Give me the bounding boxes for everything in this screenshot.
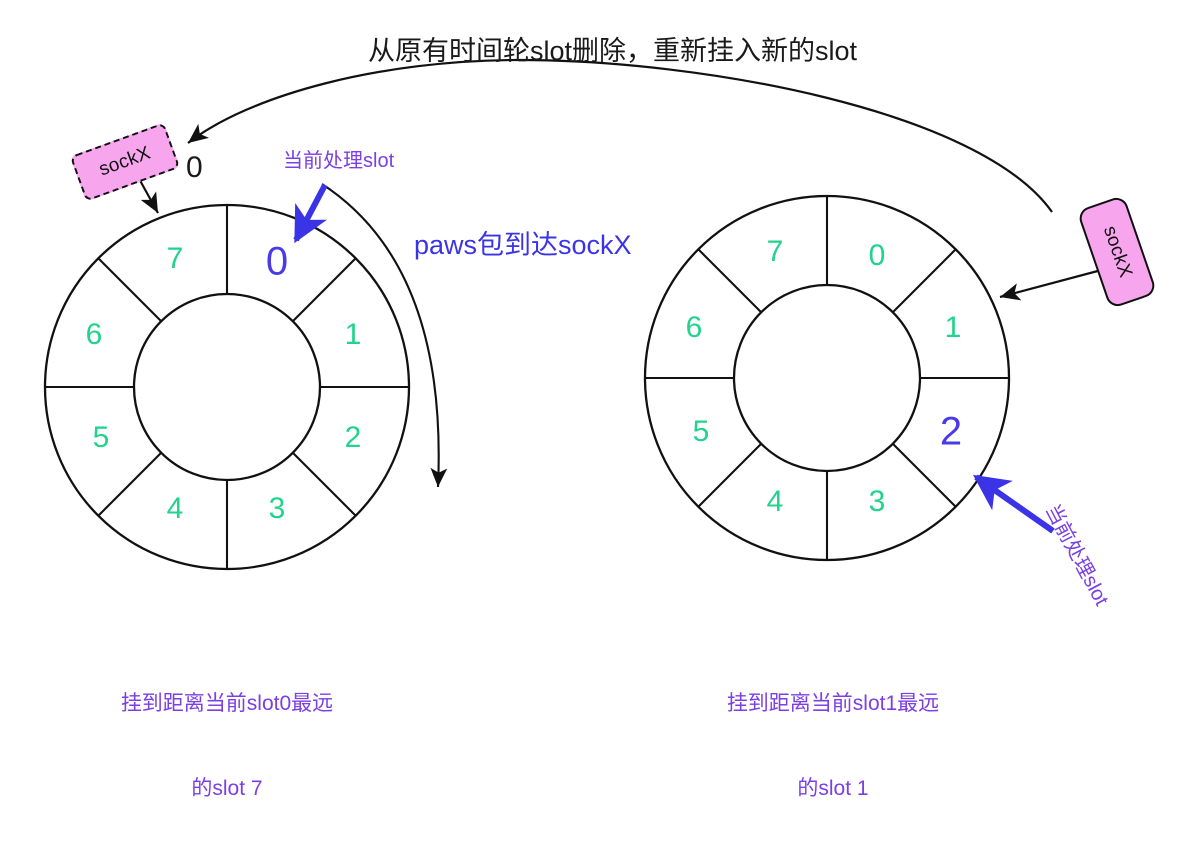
left-wheel-origin-label: 0	[186, 151, 203, 184]
right-wheel-dividers	[645, 196, 1009, 560]
left-wheel-inner-circle	[132, 292, 322, 482]
right-caption-line-1: 挂到距离当前slot1最远	[726, 691, 940, 715]
left-slot-3[interactable]: 3	[268, 492, 286, 525]
left-slot-4[interactable]: 4	[166, 492, 184, 525]
left-caption-line-2: 的slot 7	[191, 776, 263, 800]
left-sock-box-label: sockX	[96, 142, 154, 181]
right-timing-wheel	[643, 194, 1011, 562]
right-slot-1[interactable]: 1	[944, 311, 962, 344]
left-slot-6[interactable]: 6	[85, 318, 103, 351]
left-slot-7[interactable]: 7	[166, 242, 184, 275]
diagram-svg	[43, 58, 1110, 571]
wheel-rotation-arrow	[321, 183, 448, 488]
right-wheel-caption: 挂到距离当前slot1最远 的slot 1	[633, 633, 1033, 860]
left-current-slot-arrow	[293, 183, 328, 244]
page-title: 从原有时间轮slot删除，重新挂入新的slot	[368, 36, 858, 66]
left-slot-1[interactable]: 1	[344, 318, 362, 351]
right-slot-3[interactable]: 3	[868, 485, 886, 518]
left-caption-line-1: 挂到距离当前slot0最远	[120, 691, 334, 715]
left-slot-2[interactable]: 2	[344, 421, 362, 454]
right-slot-6[interactable]: 6	[685, 311, 703, 344]
left-slot-5[interactable]: 5	[92, 421, 110, 454]
right-slot-0[interactable]: 0	[868, 239, 886, 272]
right-caption-line-2: 的slot 1	[797, 776, 869, 800]
right-slot-4[interactable]: 4	[766, 485, 784, 518]
right-current-slot-arrow	[973, 474, 1055, 534]
diagram-canvas: 从原有时间轮slot删除，重新挂入新的slot paws包到达sockX soc…	[43, 36, 1158, 800]
left-timing-wheel	[43, 203, 411, 571]
left-wheel-caption: 挂到距离当前slot0最远 的slot 7	[27, 633, 427, 860]
right-sock-box-label: sockX	[1098, 223, 1137, 281]
rehash-arrow	[187, 58, 1053, 213]
right-wheel-inner-circle	[732, 283, 922, 473]
left-wheel-dividers	[45, 205, 409, 569]
right-slot-5[interactable]: 5	[692, 415, 710, 448]
right-slot-2[interactable]: 2	[939, 409, 963, 454]
paws-arrival-note: paws包到达sockX	[414, 230, 632, 260]
right-slot-7[interactable]: 7	[766, 235, 784, 268]
right-sock-attach-arrow	[999, 266, 1110, 301]
left-slot-0[interactable]: 0	[265, 239, 289, 284]
left-current-slot-label: 当前处理slot	[283, 150, 395, 172]
